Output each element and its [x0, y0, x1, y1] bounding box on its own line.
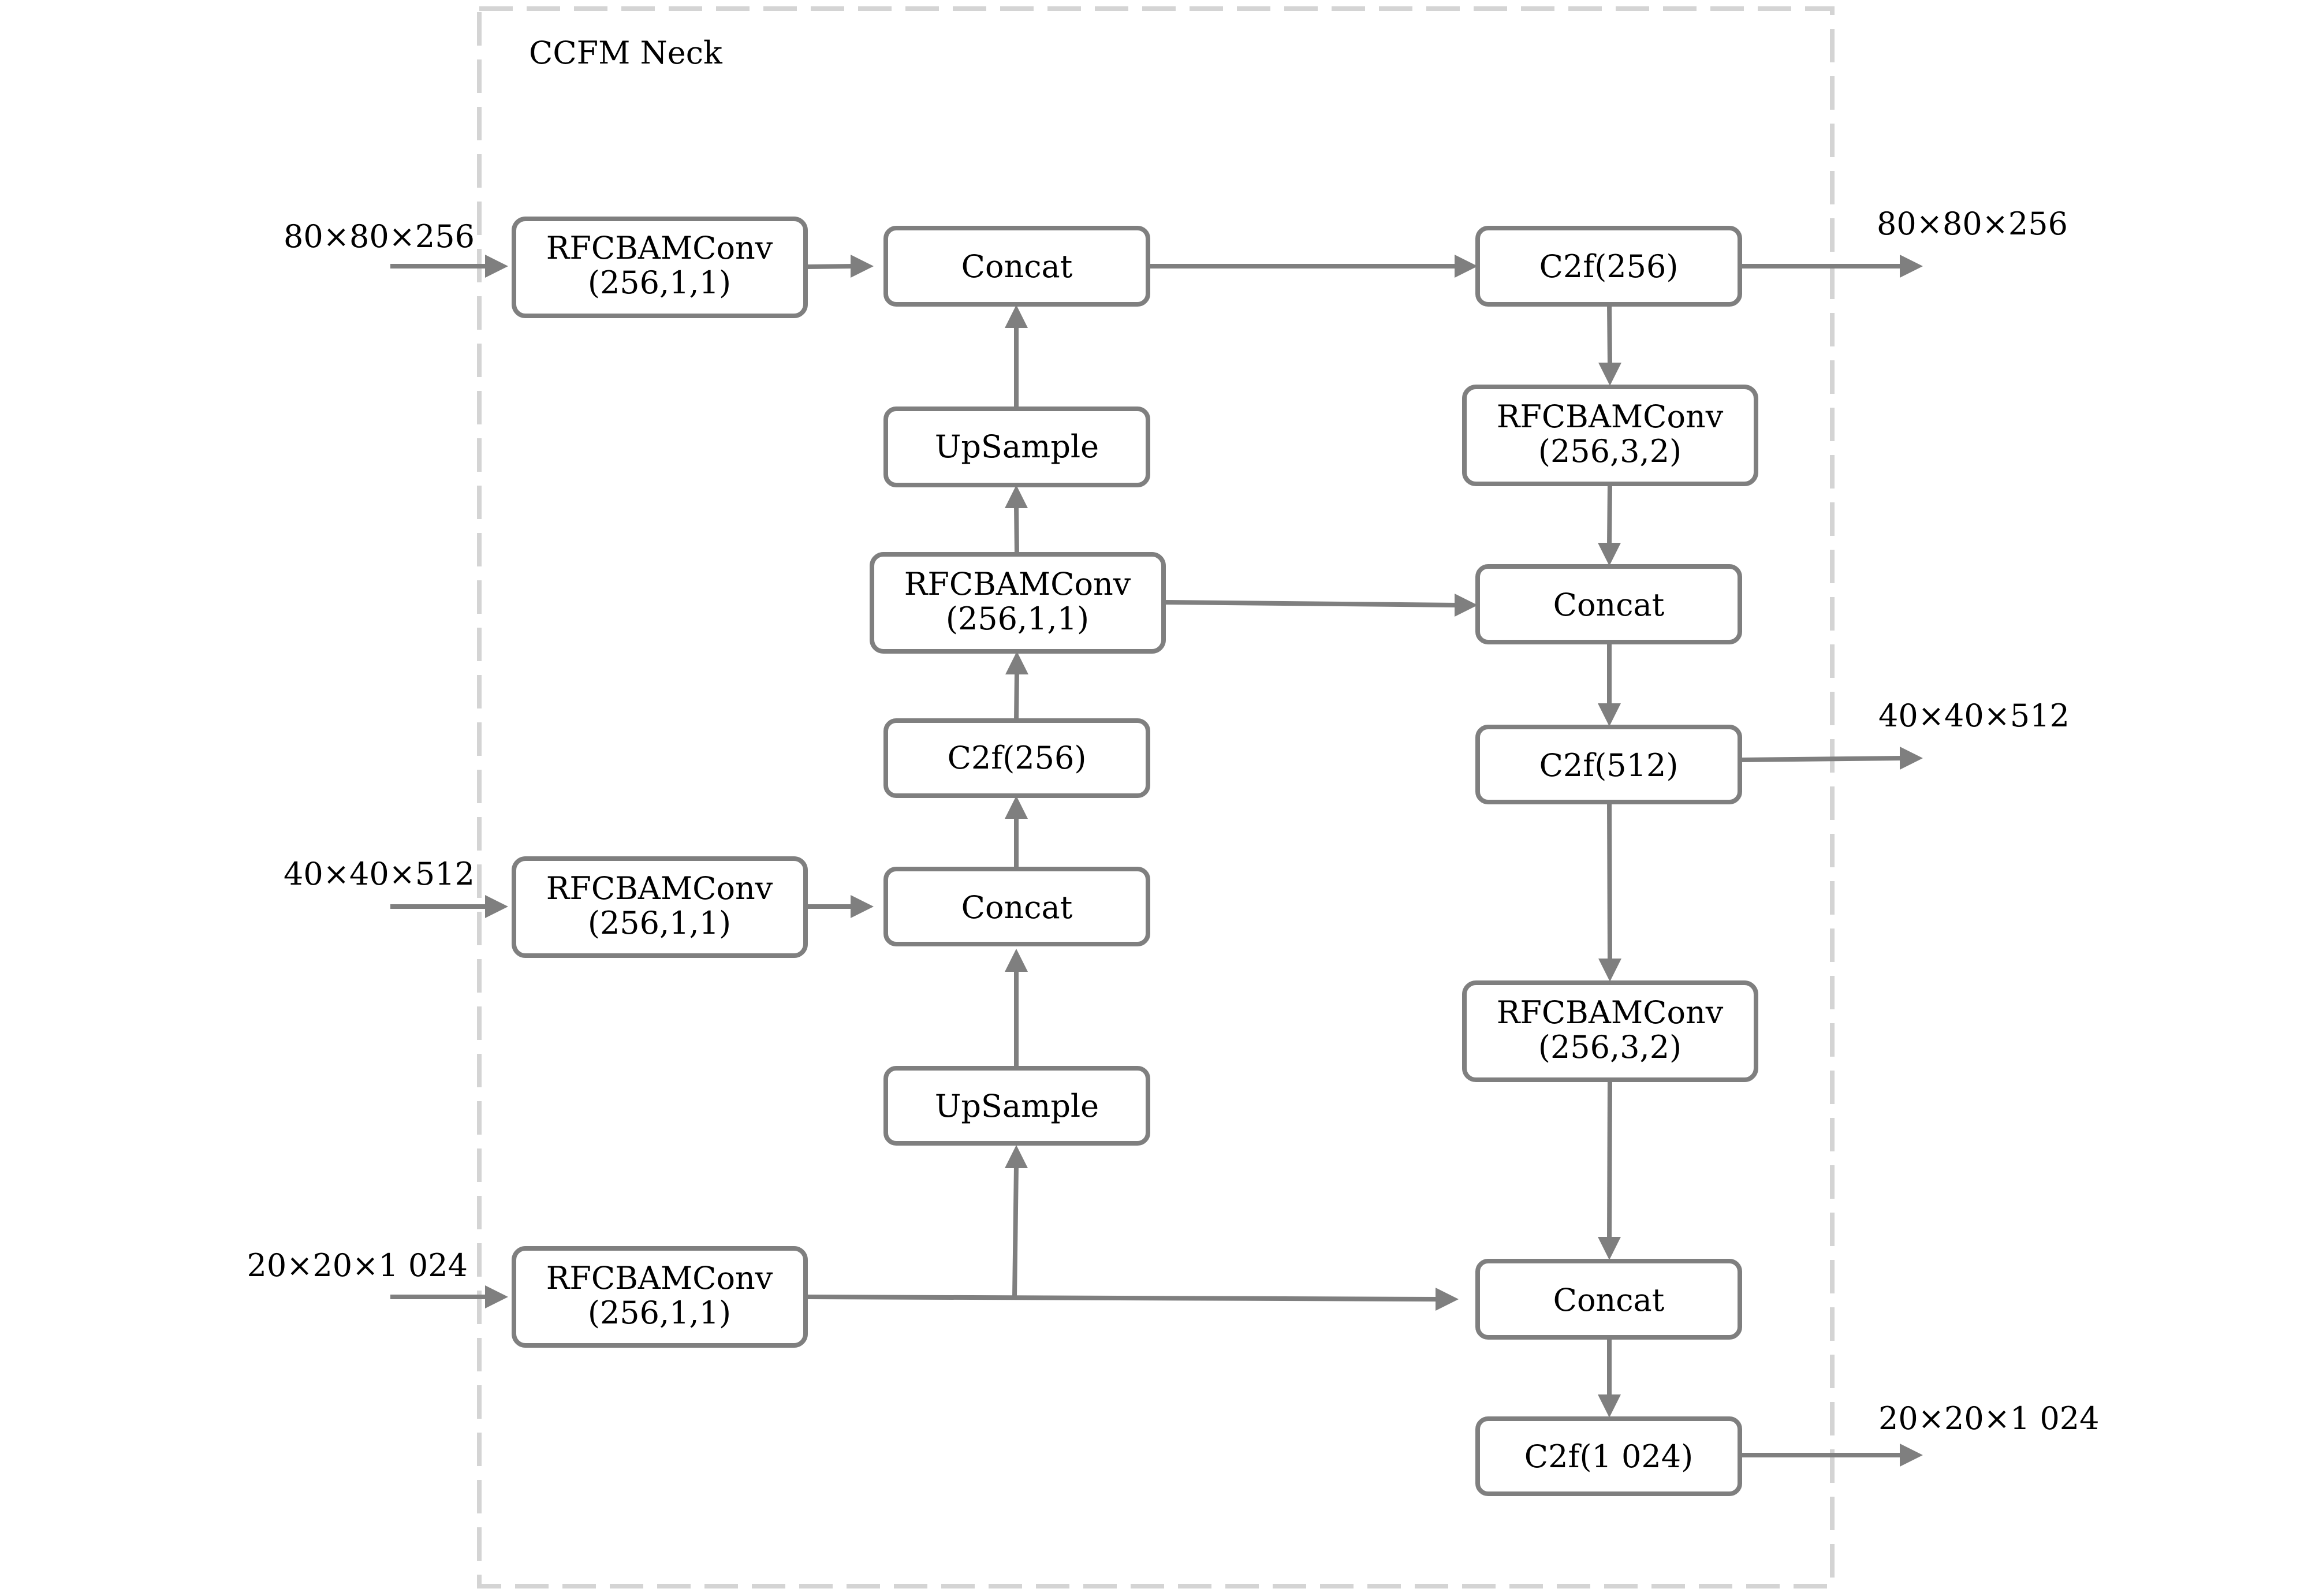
node-label: RFCBAMConv — [1497, 398, 1724, 435]
node-right-rfcbam-2[interactable]: RFCBAMConv (256,3,2) — [1462, 980, 1758, 1082]
arrowhead — [1005, 1145, 1028, 1168]
output-label-p4: 40×40×512 — [1878, 698, 2070, 734]
node-box — [1475, 725, 1742, 804]
node-label: UpSample — [935, 1088, 1099, 1124]
node-box — [870, 552, 1166, 654]
node-box — [1475, 1259, 1742, 1340]
arrowhead — [1005, 796, 1028, 819]
node-right-concat-1[interactable]: Concat — [1475, 564, 1742, 644]
node-mid-concat-1[interactable]: Concat — [883, 226, 1150, 307]
node-box — [883, 1066, 1150, 1146]
ccfm-neck-container — [477, 6, 1835, 1588]
arrowhead — [1455, 255, 1478, 278]
node-label: Concat — [1553, 587, 1665, 623]
arrowhead — [1005, 949, 1028, 972]
arrowhead — [1900, 1444, 1923, 1467]
edge-mid-rfcbam-to-mid-upsample1 — [1014, 505, 1019, 555]
arrowhead — [1598, 363, 1621, 386]
node-label: Concat — [961, 248, 1073, 285]
edge-mid-c2f-to-mid-rfcbam — [1014, 671, 1019, 721]
node-mid-upsample-1[interactable]: UpSample — [883, 407, 1150, 487]
input-label-p4: 40×40×512 — [284, 856, 475, 892]
input-label-p3: 80×80×256 — [284, 218, 475, 255]
node-left-rfcbam-3[interactable]: RFCBAMConv (256,1,1) — [512, 1246, 808, 1348]
node-left-rfcbam-2[interactable]: RFCBAMConv (256,1,1) — [512, 856, 808, 958]
node-label: C2f(256) — [948, 740, 1087, 776]
arrowhead — [851, 895, 874, 918]
node-box — [1462, 980, 1758, 1082]
node-label: RFCBAMConv — [1497, 994, 1724, 1031]
node-box — [883, 226, 1150, 307]
node-box — [883, 407, 1150, 487]
node-mid-rfcbam[interactable]: RFCBAMConv (256,1,1) — [870, 552, 1166, 654]
node-right-c2f-2[interactable]: C2f(512) — [1475, 725, 1742, 804]
node-label: C2f(1 024) — [1524, 1438, 1693, 1475]
node-box — [883, 718, 1150, 798]
node-right-rfcbam-1[interactable]: RFCBAMConv (256,3,2) — [1462, 385, 1758, 486]
arrowhead — [1436, 1288, 1459, 1311]
arrowhead — [1598, 703, 1621, 726]
arrowhead — [1005, 485, 1028, 508]
node-label: C2f(512) — [1539, 747, 1679, 784]
edge-junction-to-mid-upsample2 — [1012, 1165, 1019, 1297]
node-params: (256,1,1) — [588, 264, 731, 301]
edge-right-rfcbam2-to-right-concat2 — [1607, 1079, 1612, 1240]
node-params: (256,1,1) — [588, 905, 731, 941]
edge-left-rfcbam1-to-mid-concat1 — [805, 264, 854, 269]
node-label: RFCBAMConv — [546, 1260, 773, 1296]
edge-mid-rfcbam-to-right-concat1 — [1163, 600, 1459, 607]
node-right-c2f-3[interactable]: C2f(1 024) — [1475, 1416, 1742, 1496]
output-label-p3: 80×80×256 — [1877, 206, 2068, 242]
node-box — [1475, 564, 1742, 644]
node-box — [1462, 385, 1758, 486]
node-params: (256,3,2) — [1538, 433, 1682, 469]
node-right-concat-2[interactable]: Concat — [1475, 1259, 1742, 1340]
output-label-p5: 20×20×1 024 — [1878, 1400, 2100, 1437]
edge-right-c2f2-to-right-rfcbam2 — [1607, 801, 1612, 962]
node-box — [1475, 226, 1742, 307]
node-params: (256,3,2) — [1538, 1029, 1682, 1065]
node-label: RFCBAMConv — [904, 566, 1131, 602]
node-params: (256,1,1) — [588, 1295, 731, 1331]
node-mid-c2f[interactable]: C2f(256) — [883, 718, 1150, 798]
arrowhead — [851, 255, 874, 278]
edges — [390, 255, 1923, 1467]
arrowhead — [485, 255, 508, 278]
node-right-c2f-1[interactable]: C2f(256) — [1475, 226, 1742, 307]
node-params: (256,1,1) — [946, 601, 1089, 637]
node-label: Concat — [1553, 1282, 1665, 1318]
arrowhead — [1598, 1394, 1621, 1418]
arrowhead — [485, 895, 508, 918]
arrowhead — [1005, 305, 1028, 328]
input-label-p5: 20×20×1 024 — [247, 1247, 468, 1284]
arrowhead — [1455, 594, 1478, 617]
node-mid-upsample-2[interactable]: UpSample — [883, 1066, 1150, 1146]
edge-right-c2f1-to-right-rfcbam1 — [1607, 304, 1612, 366]
node-label: Concat — [961, 889, 1073, 926]
container-title: CCFM Neck — [529, 35, 723, 71]
edge-right-rfcbam1-to-right-concat1 — [1607, 483, 1612, 546]
node-box — [512, 217, 808, 318]
arrowhead — [1005, 651, 1028, 674]
edge-left-rfcbam3-to-right-concat2 — [805, 1295, 1439, 1302]
node-label: RFCBAMConv — [546, 230, 773, 266]
node-box — [512, 856, 808, 958]
edge-right-c2f2-to-output2 — [1739, 756, 1903, 762]
node-label: C2f(256) — [1539, 248, 1679, 285]
node-label: UpSample — [935, 428, 1099, 465]
arrowhead — [1900, 255, 1923, 278]
node-box — [883, 867, 1150, 946]
node-mid-concat-2[interactable]: Concat — [883, 867, 1150, 946]
arrowhead — [1598, 543, 1621, 566]
arrowhead — [1598, 959, 1621, 982]
arrowhead — [485, 1285, 508, 1308]
node-left-rfcbam-1[interactable]: RFCBAMConv (256,1,1) — [512, 217, 808, 318]
node-box — [1475, 1416, 1742, 1496]
arrowhead — [1598, 1237, 1621, 1260]
node-label: RFCBAMConv — [546, 870, 773, 907]
arrowhead — [1900, 747, 1923, 770]
node-box — [512, 1246, 808, 1348]
